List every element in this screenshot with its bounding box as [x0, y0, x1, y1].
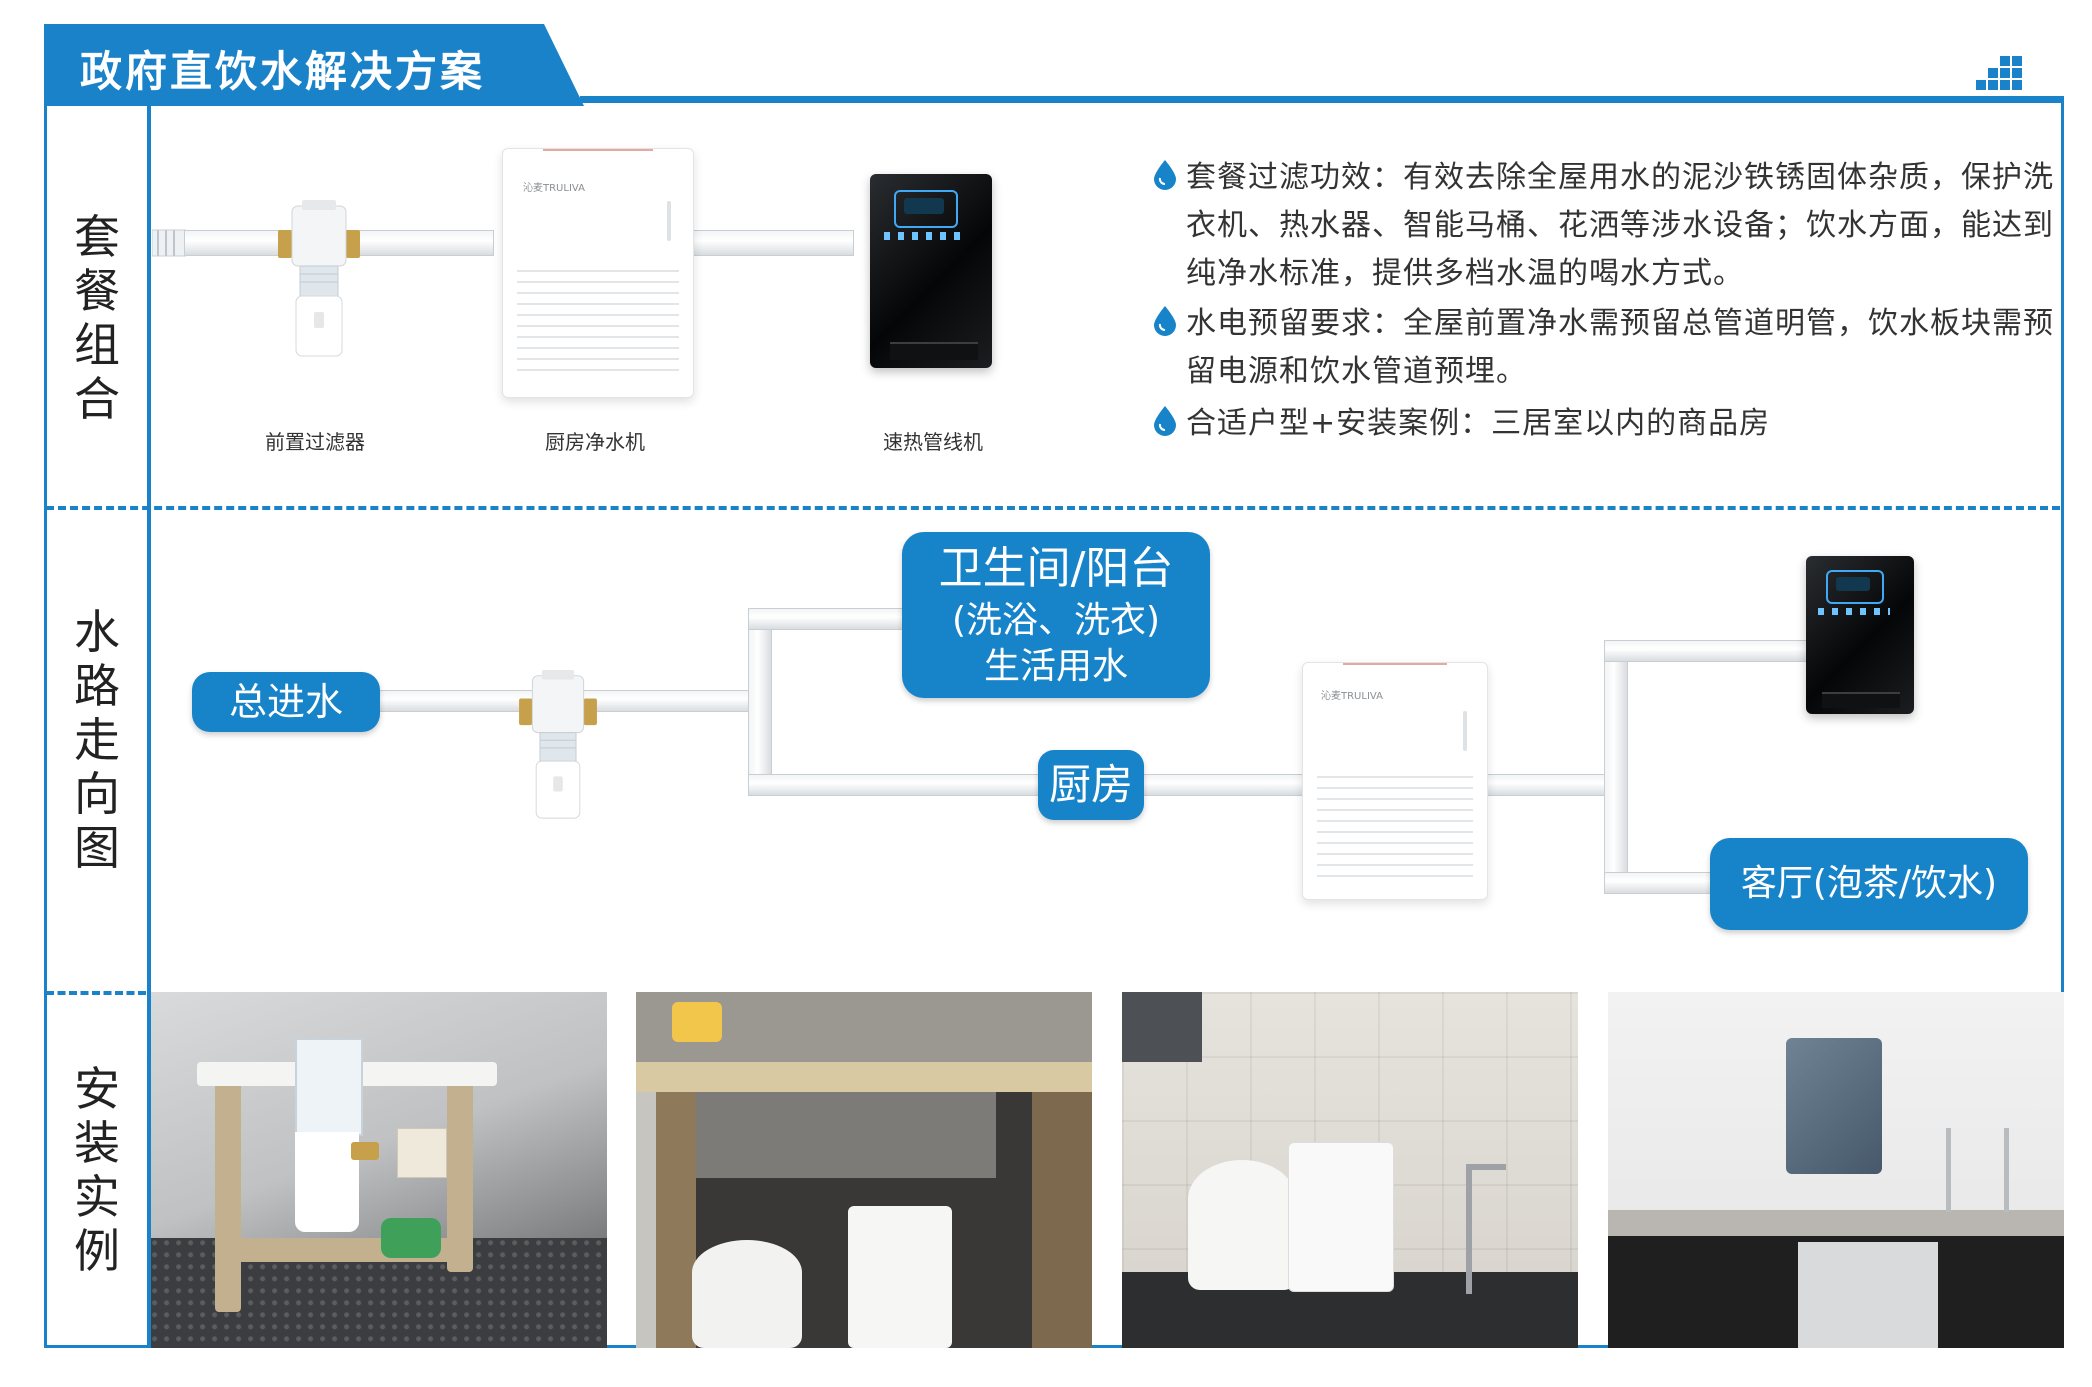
pipe-segment — [1484, 774, 1614, 796]
water-drop-icon — [1154, 306, 1176, 336]
bathroom-label-sub: (洗浴、洗衣) — [951, 600, 1161, 641]
kitchen-purifier-product: 沁麦TRULIVA — [1302, 662, 1488, 900]
bathroom-label-title: 卫生间/阳台 — [938, 543, 1174, 594]
kitchen-purifier-product: 沁麦TRULIVA — [502, 148, 694, 398]
pipe-segment — [1604, 872, 1712, 894]
section-label-flow: 水路走向图 — [74, 605, 120, 875]
header-rule — [580, 96, 2064, 102]
water-drop-icon — [1154, 406, 1176, 436]
label-column-divider — [147, 100, 151, 1348]
wall-dispenser-product — [1806, 556, 1914, 714]
water-drop-icon — [1154, 160, 1176, 190]
bathroom-label-use: 生活用水 — [983, 646, 1128, 687]
living-room-label: 客厅(泡茶/饮水) — [1710, 838, 2028, 930]
bullet-text: 套餐过滤功效：有效去除全屋用水的泥沙铁锈固体杂质，保护洗衣机、热水器、智能马桶、… — [1186, 160, 2054, 291]
purifier-brand: 沁麦TRULIVA — [1321, 691, 1383, 702]
install-photo — [151, 992, 607, 1348]
section-label-cases: 安装实例 — [74, 1062, 120, 1278]
bullet-text: 水电预留要求：全屋前置净水需预留总管道明管，饮水板块需预留电源和饮水管道预埋。 — [1186, 306, 2054, 389]
section-label-combo: 套餐组合 — [74, 210, 120, 426]
kitchen-label: 厨房 — [1038, 750, 1144, 820]
product-caption: 厨房净水机 — [545, 430, 645, 454]
section-divider — [46, 506, 2060, 510]
logo-blocks-icon — [1976, 56, 2022, 90]
inlet-label: 总进水 — [192, 672, 380, 732]
pipe-segment — [748, 608, 904, 630]
bullet-text: 合适户型+安装案例：三居室以内的商品房 — [1186, 406, 1771, 441]
pipe-segment — [690, 230, 854, 256]
front-filter-product — [519, 670, 597, 819]
pipe-segment — [1604, 640, 1810, 662]
product-caption: 速热管线机 — [883, 430, 983, 454]
bullet-item: 套餐过滤功效：有效去除全屋用水的泥沙铁锈固体杂质，保护洗衣机、热水器、智能马桶、… — [1152, 154, 2062, 298]
bathroom-label: 卫生间/阳台 (洗浴、洗衣) 生活用水 — [902, 532, 1210, 698]
bullet-item: 水电预留要求：全屋前置净水需预留总管道明管，饮水板块需预留电源和饮水管道预埋。 — [1152, 300, 2062, 396]
product-caption: 前置过滤器 — [265, 430, 365, 454]
bullet-item: 合适户型+安装案例：三居室以内的商品房 — [1152, 400, 2062, 448]
install-photo — [636, 992, 1092, 1348]
pipe-end-icon — [152, 229, 186, 257]
front-filter-product — [278, 200, 360, 357]
install-photo — [1122, 992, 1578, 1348]
install-photo — [1608, 992, 2064, 1348]
pipe-segment — [1604, 640, 1628, 894]
section-divider — [46, 991, 146, 995]
purifier-brand: 沁麦TRULIVA — [523, 183, 585, 194]
pipe-segment — [748, 608, 772, 790]
title-banner — [44, 24, 584, 106]
pipe-segment — [748, 774, 1304, 796]
wall-dispenser-product — [870, 174, 992, 368]
page-title: 政府直饮水解决方案 — [80, 47, 486, 96]
